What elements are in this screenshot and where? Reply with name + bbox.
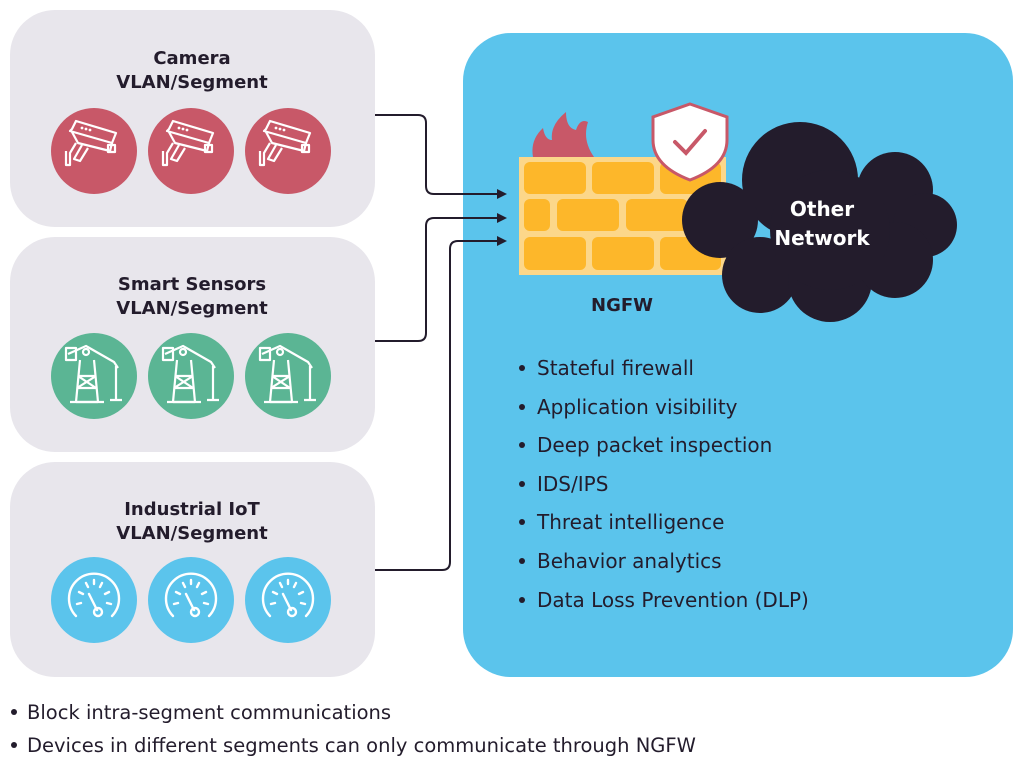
oil-pump-sensor-icon <box>148 333 234 419</box>
cloud-label: Other <box>790 197 854 221</box>
feature-item: Deep packet inspection <box>519 433 772 457</box>
note-item: Devices in different segments can only c… <box>11 734 696 757</box>
shield-check-icon <box>651 102 729 182</box>
segment-title: Camera <box>153 48 230 69</box>
svg-text:Deep packet inspection: Deep packet inspection <box>537 433 772 457</box>
note-item: Block intra-segment communications <box>11 701 391 724</box>
security-camera-icon <box>51 108 137 194</box>
security-camera-icon <box>245 108 331 194</box>
svg-text:IDS/IPS: IDS/IPS <box>537 472 608 496</box>
cloud-label: Network <box>774 226 870 250</box>
feature-item: IDS/IPS <box>519 472 608 496</box>
gauge-icon <box>51 557 137 643</box>
arrow-iot <box>375 236 507 571</box>
oil-pump-sensor-icon <box>51 333 137 419</box>
segment-subtitle: VLAN/Segment <box>116 298 268 319</box>
connector-arrows <box>375 114 507 571</box>
security-camera-icon <box>148 108 234 194</box>
svg-text:Block intra-segment communicat: Block intra-segment communications <box>27 701 391 724</box>
arrow-camera <box>375 114 507 199</box>
feature-item: Application visibility <box>519 395 738 419</box>
svg-text:Threat intelligence: Threat intelligence <box>536 510 724 534</box>
cloud-icon <box>682 122 957 322</box>
gauge-icon <box>148 557 234 643</box>
feature-item: Data Loss Prevention (DLP) <box>519 588 809 612</box>
flame-icon <box>532 112 594 157</box>
ngfw-feature-list: Stateful firewall Application visibility… <box>519 356 809 612</box>
svg-text:Devices in different segments: Devices in different segments can only c… <box>27 734 696 757</box>
ngfw-panel <box>463 33 1013 677</box>
segment-industrial-iot: Industrial IoT VLAN/Segment <box>10 462 375 677</box>
segment-camera: Camera VLAN/Segment <box>10 10 375 227</box>
feature-item: Stateful firewall <box>519 356 694 380</box>
segment-smart-sensors: Smart Sensors VLAN/Segment <box>10 237 375 452</box>
svg-text:Stateful firewall: Stateful firewall <box>537 356 694 380</box>
segment-subtitle: VLAN/Segment <box>116 72 268 93</box>
ngfw-label: NGFW <box>591 295 653 316</box>
svg-text:Behavior analytics: Behavior analytics <box>537 549 722 573</box>
arrow-sensors <box>375 213 507 342</box>
oil-pump-sensor-icon <box>245 333 331 419</box>
feature-item: Threat intelligence <box>519 510 724 534</box>
gauge-icon <box>245 557 331 643</box>
svg-text:Data Loss Prevention (DLP): Data Loss Prevention (DLP) <box>537 588 809 612</box>
svg-text:Application visibility: Application visibility <box>537 395 738 419</box>
feature-item: Behavior analytics <box>519 549 722 573</box>
notes-list: Block intra-segment communications Devic… <box>11 701 696 757</box>
segment-title: Industrial IoT <box>124 499 260 520</box>
segment-title: Smart Sensors <box>118 274 266 295</box>
segment-subtitle: VLAN/Segment <box>116 523 268 544</box>
